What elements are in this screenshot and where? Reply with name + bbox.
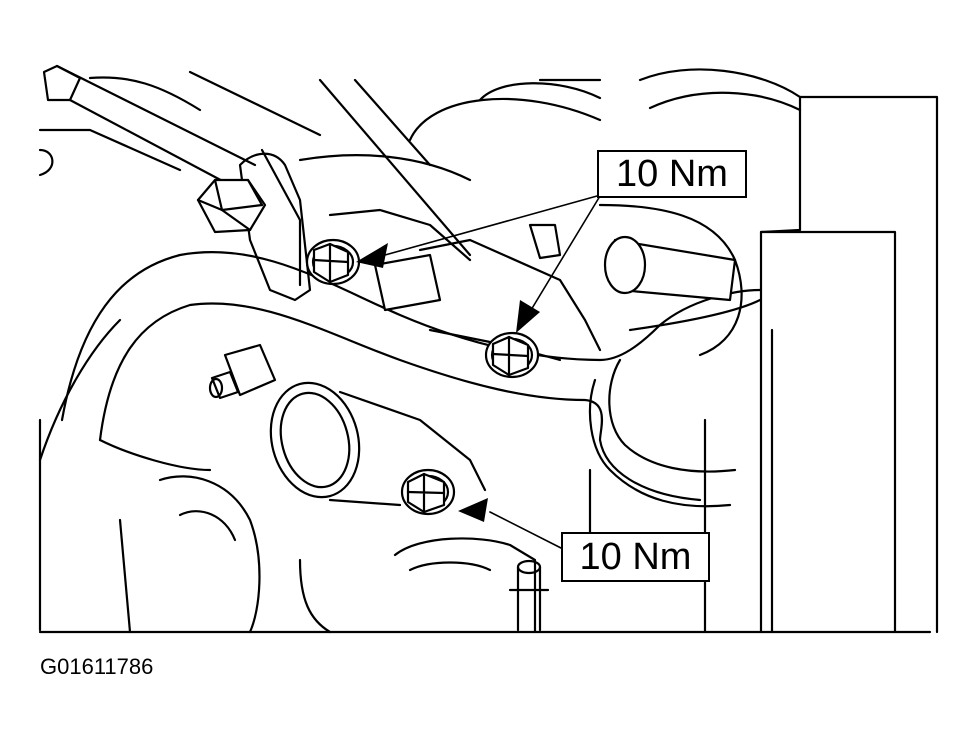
flange-bolt-3-icon (400, 468, 456, 516)
torque-callout-top: 10 Nm (597, 150, 747, 198)
leader-lines (384, 195, 601, 549)
pipe-port (269, 381, 487, 507)
hex-bolt-large-icon (196, 178, 267, 234)
flange-bolt-2-icon (484, 331, 540, 379)
coolant-pipe (60, 250, 762, 508)
arrowhead-1 (356, 243, 388, 268)
arrowhead-2 (516, 300, 540, 333)
torque-callout-bottom: 10 Nm (561, 532, 710, 582)
figure-id-label: G01611786 (40, 654, 154, 679)
stud-bolt-icon (208, 343, 277, 400)
hose-fitting (373, 223, 737, 312)
arrowhead-3 (458, 498, 488, 522)
flange-bolt-1-icon (305, 238, 361, 286)
